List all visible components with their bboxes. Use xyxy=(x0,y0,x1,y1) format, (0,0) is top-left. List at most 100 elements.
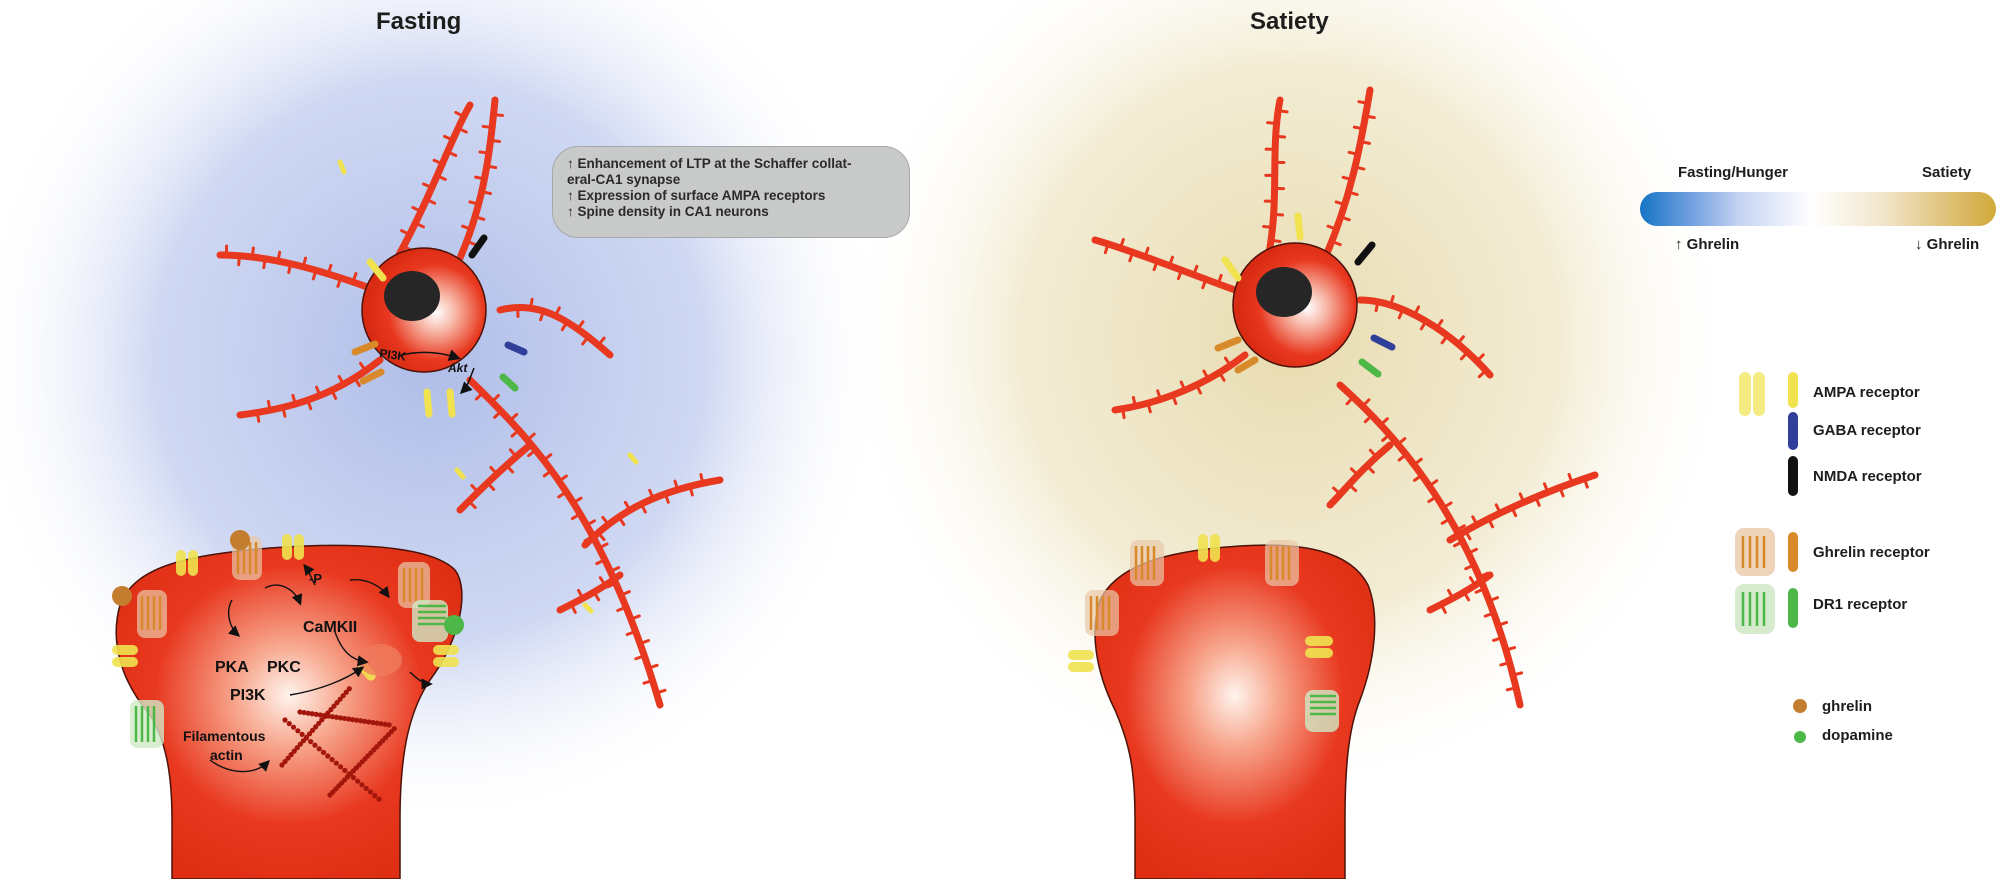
actin-monomer xyxy=(367,789,374,795)
dendritic-spine xyxy=(1456,335,1465,346)
dendritic-spine xyxy=(266,399,272,412)
actin-monomer xyxy=(374,720,380,726)
dendritic-spine xyxy=(1518,492,1526,504)
legend-label-ghrelin-receptor: Ghrelin receptor xyxy=(1813,544,1930,561)
actin-monomer xyxy=(350,717,356,723)
dendritic-spine xyxy=(493,409,503,419)
dendritic-spine xyxy=(648,488,655,501)
callout-line: ↑ Expression of surface AMPA receptors xyxy=(567,188,826,203)
actin-monomer xyxy=(382,721,388,727)
legend-label-ampa: AMPA receptor xyxy=(1813,384,1920,401)
actin-monomer xyxy=(370,719,376,726)
dendritic-spine xyxy=(569,602,577,614)
dendritic-spine xyxy=(287,262,293,275)
actin-monomer xyxy=(376,796,382,802)
actin-monomer xyxy=(282,717,288,723)
fasting-soma-receptors xyxy=(337,159,639,614)
dendritic-spine xyxy=(432,158,444,166)
actin-monomer xyxy=(372,793,378,799)
label-pi3k-spine: PI3K xyxy=(230,687,266,704)
actin-monomer xyxy=(329,757,335,763)
dendritic-spine xyxy=(527,448,538,458)
actin-monomer xyxy=(320,749,327,756)
dendritic-spine xyxy=(1272,212,1285,217)
legend-label-ghrelin: ghrelin xyxy=(1822,698,1873,715)
dendritic-spine xyxy=(663,492,670,504)
dendritic-spine xyxy=(673,479,680,492)
dendritic-spine xyxy=(474,175,486,181)
dendritic-spine xyxy=(688,484,694,497)
actin-monomer xyxy=(303,735,309,741)
actin-monomer xyxy=(334,700,340,706)
dendritic-spine xyxy=(598,576,607,587)
dendritic-spine xyxy=(424,198,437,205)
dendritic-spine xyxy=(1504,646,1517,652)
label-camkii: CaMKII xyxy=(303,619,357,636)
dendritic-spine xyxy=(542,469,553,478)
dendritic-spine xyxy=(557,490,568,499)
dendritic-spine xyxy=(1487,596,1500,603)
dendritic-spine xyxy=(1171,393,1178,406)
scale-right-label: Satiety xyxy=(1922,164,1972,181)
actin-monomer xyxy=(297,741,303,747)
dendritic-spine xyxy=(306,398,313,411)
actin-monomer xyxy=(391,726,397,732)
actin-monomer xyxy=(362,718,368,724)
actin-monomer xyxy=(316,720,322,727)
dendritic-spine xyxy=(411,205,423,213)
dendritic-spine xyxy=(585,519,596,527)
dendritic-spine xyxy=(336,276,343,288)
dendritic-spine xyxy=(606,581,618,589)
actin-monomer xyxy=(286,721,292,727)
scale-right-sub: ↓ Ghrelin xyxy=(1915,236,1980,253)
dendritic-spine xyxy=(1216,273,1223,286)
dendritic-spine xyxy=(413,221,425,229)
dendritic-spine xyxy=(1427,495,1438,504)
dendritic-spine xyxy=(542,453,553,462)
pi3k-akt-arrow xyxy=(397,349,461,361)
dendritic-spine xyxy=(577,588,585,600)
fasting-title: Fasting xyxy=(376,8,462,35)
dendritic-spine xyxy=(647,663,659,670)
dendritic-spine xyxy=(1339,215,1351,222)
actin-monomer xyxy=(329,714,335,720)
dendritic-spine xyxy=(470,484,480,494)
dendritic-spine xyxy=(1192,264,1199,277)
dendritic-spine xyxy=(699,472,705,485)
dendritic-spine xyxy=(351,272,358,284)
actin-monomer xyxy=(317,712,323,718)
dendritic-spine xyxy=(1152,259,1159,272)
dendritic-spine xyxy=(1103,242,1110,255)
dendritic-spine xyxy=(1332,486,1342,496)
actin-monomer xyxy=(342,767,348,774)
dendritic-spine xyxy=(467,499,477,510)
dendritic-spine xyxy=(1201,277,1208,290)
dendritic-spine xyxy=(1274,134,1287,139)
actin-monomer xyxy=(310,727,316,733)
dendritic-spine xyxy=(311,268,318,281)
satiety-title: Satiety xyxy=(1250,8,1329,35)
dendritic-spine xyxy=(638,639,651,646)
dendritic-spine xyxy=(1143,246,1150,259)
dendritic-spine xyxy=(1388,294,1395,307)
dendritic-spine xyxy=(1494,503,1502,515)
dendritic-spine xyxy=(596,336,606,347)
actin-monomer xyxy=(346,771,352,777)
dendritic-spine xyxy=(510,428,521,438)
dendritic-spine xyxy=(1454,524,1466,532)
satiety-soma-receptors xyxy=(1214,212,1396,378)
ghrelin-receptor-icon xyxy=(1735,528,1798,576)
dendritic-spine xyxy=(1359,140,1371,145)
label-phospho: -P xyxy=(309,571,322,586)
ghrelin-dot-icon xyxy=(1793,699,1807,713)
dendritic-spine xyxy=(1269,238,1282,244)
dendritic-spine xyxy=(654,688,667,695)
dendritic-spine xyxy=(1266,121,1279,125)
actin-monomer xyxy=(325,713,331,719)
dendritic-spine xyxy=(623,500,632,512)
dendritic-spine xyxy=(639,502,647,514)
dendritic-spine xyxy=(1179,380,1187,392)
dendritic-spine xyxy=(485,164,498,170)
actin-monomer xyxy=(319,717,325,723)
actin-monomer xyxy=(325,753,331,759)
